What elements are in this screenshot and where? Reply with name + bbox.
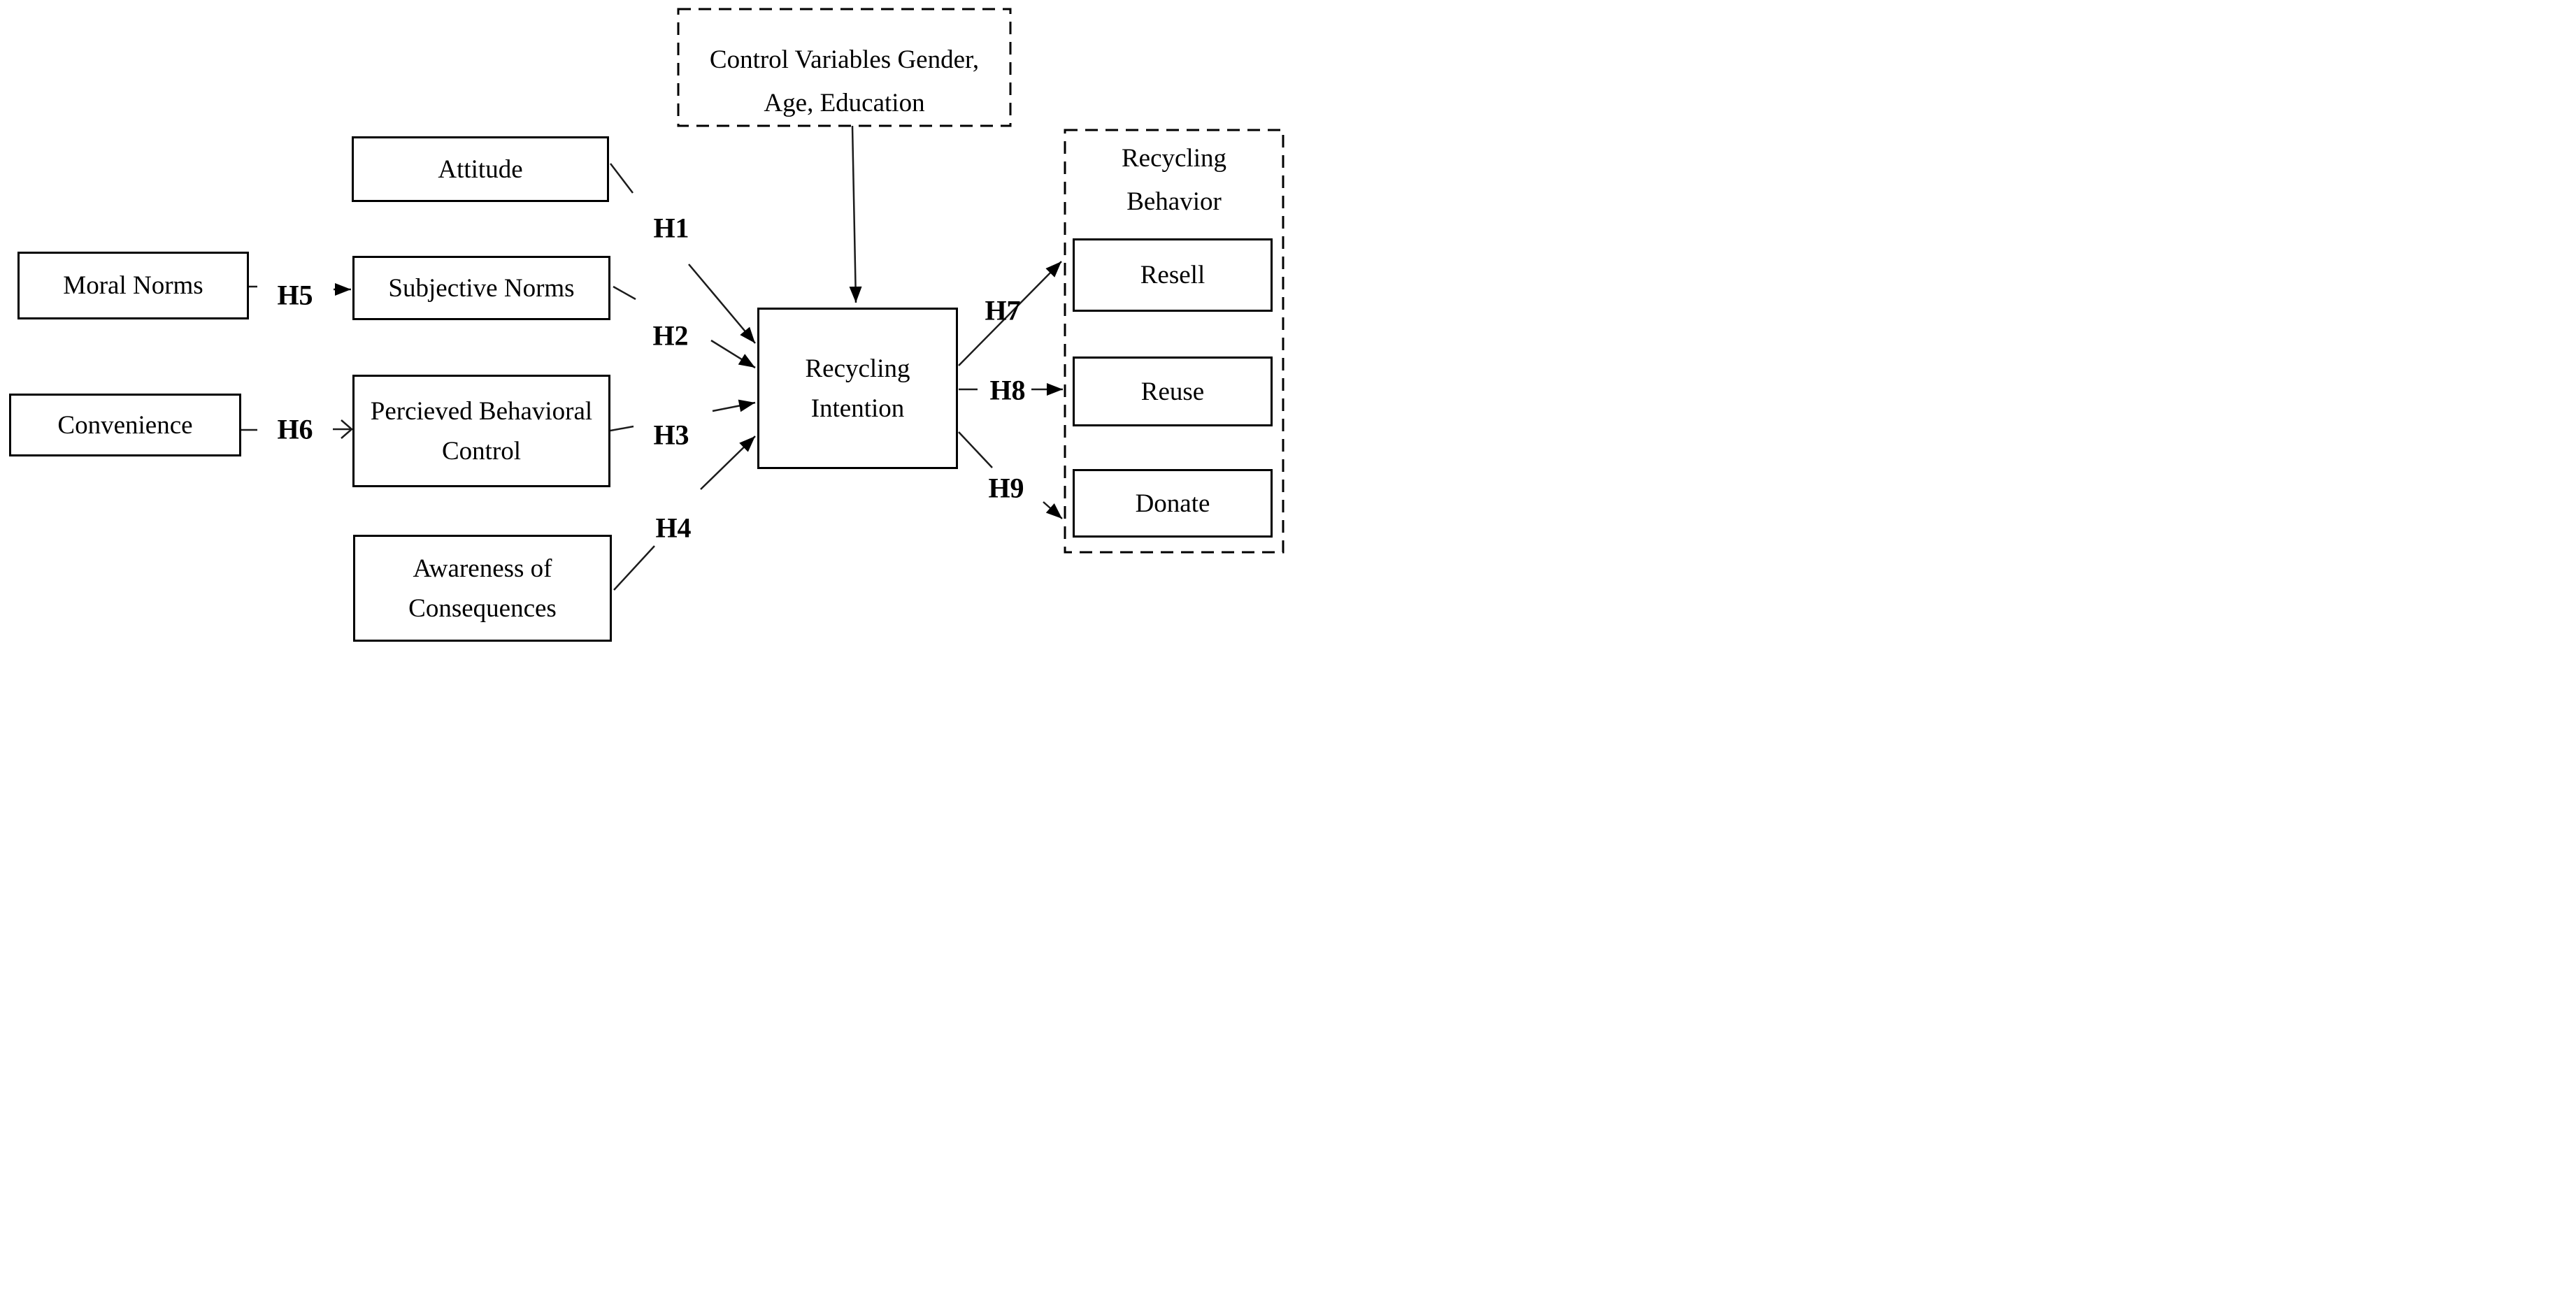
node-recycling-intention: Recycling Intention [757, 308, 958, 469]
arrow-h1 [688, 264, 756, 344]
arrow-h6-open-head [341, 419, 353, 439]
node-awareness-of-consequences: Awareness of Consequences [353, 535, 612, 642]
recycling-intention-label-line2: Intention [810, 394, 905, 423]
node-convenience: Convenience [9, 394, 241, 456]
node-moral-norms: Moral Norms [17, 252, 249, 319]
arrow-h4 [700, 435, 756, 490]
line-h1-stub [610, 163, 634, 194]
recycling-intention-label-line1: Recycling [805, 354, 910, 383]
arrow-h2 [710, 339, 756, 369]
node-attitude: Attitude [352, 136, 609, 202]
line-h9-stub [958, 431, 993, 468]
control-variables-text-line1: Control Variables Gender, [709, 45, 980, 74]
awareness-label-line1: Awareness of [413, 554, 552, 583]
attitude-label: Attitude [438, 154, 523, 184]
awareness-label-line2: Consequences [408, 593, 557, 623]
node-reuse: Reuse [1073, 357, 1273, 426]
conceptual-framework-diagram: Control Variables Gender, Age, Education… [0, 0, 1288, 652]
line-h3-stub [610, 425, 634, 432]
line-h4-stub [613, 545, 655, 591]
pbc-label-line2: Control [441, 436, 522, 466]
label-h8: H8 [989, 374, 1026, 406]
subjective-norms-label: Subjective Norms [388, 273, 575, 303]
recycling-behavior-dashed-frame [1064, 129, 1285, 554]
label-h1: H1 [653, 212, 689, 244]
control-variables-text-line2: Age, Education [764, 89, 925, 117]
behavior-title-line1: Recycling [1121, 144, 1226, 173]
node-donate: Donate [1073, 469, 1273, 538]
control-variables-dashed-frame [677, 8, 1012, 127]
moral-norms-label: Moral Norms [63, 271, 203, 300]
label-h6: H6 [277, 413, 313, 445]
resell-label: Resell [1140, 261, 1205, 289]
recycling-behavior-group-title: Recycling Behavior [1065, 137, 1283, 224]
label-h7: H7 [985, 294, 1021, 326]
arrow-h9 [1043, 501, 1063, 519]
connector-layer [241, 8, 1285, 591]
node-perceived-behavioral-control: Percieved Behavioral Control [352, 375, 610, 487]
behavior-title-line2: Behavior [1126, 187, 1222, 216]
node-subjective-norms: Subjective Norms [352, 256, 610, 320]
arrow-control-variables [849, 125, 862, 303]
pbc-label-line1: Percieved Behavioral [370, 396, 593, 426]
arrow-h3 [712, 399, 756, 412]
label-h9: H9 [988, 472, 1024, 504]
convenience-label: Convenience [57, 410, 193, 440]
label-h2: H2 [652, 319, 689, 352]
label-h3: H3 [653, 419, 689, 451]
reuse-label: Reuse [1140, 377, 1205, 406]
donate-label: Donate [1135, 489, 1210, 518]
label-h5: H5 [277, 279, 313, 311]
arrow-h7 [958, 261, 1062, 366]
node-resell: Resell [1073, 238, 1273, 312]
line-h2-stub [613, 285, 636, 301]
label-h4: H4 [655, 512, 692, 544]
node-control-variables: Control Variables Gender, Age, Education [678, 38, 1010, 125]
